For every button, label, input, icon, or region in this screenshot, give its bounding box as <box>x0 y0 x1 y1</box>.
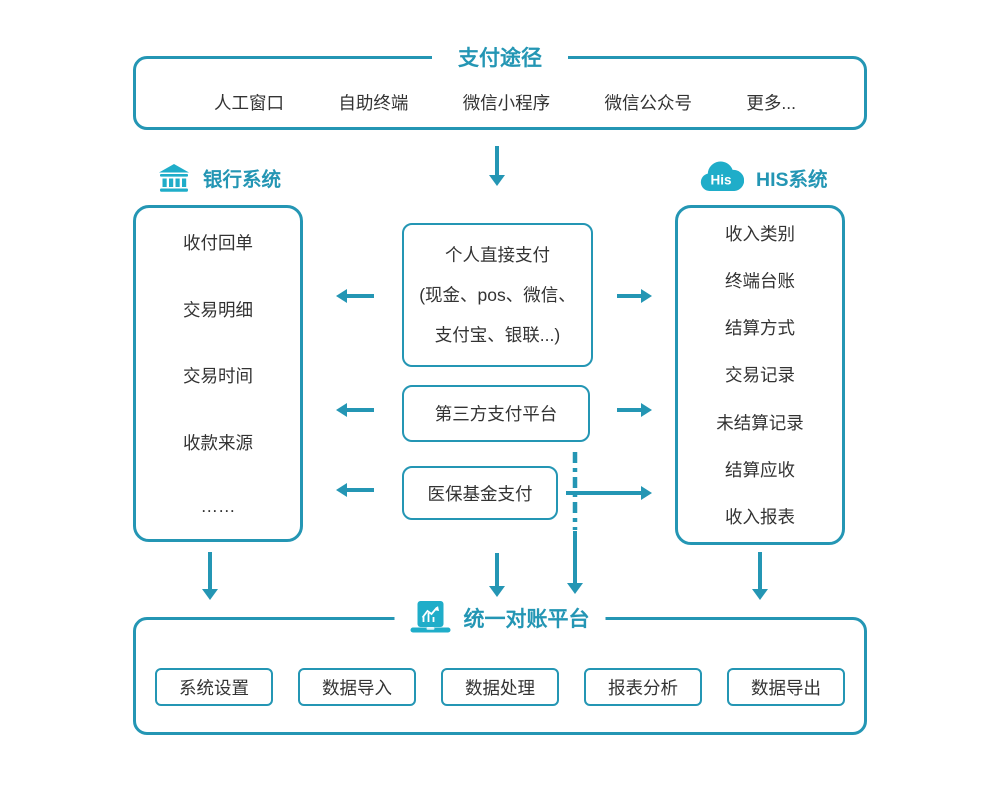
arrow-thirdparty-to-his <box>617 408 641 412</box>
arrow-channels-to-direct-payment <box>495 146 499 175</box>
bank-item-ellipsis: …… <box>200 496 236 516</box>
bank-system-list: 收付回单 交易明细 交易时间 收款来源 …… <box>136 208 300 539</box>
data-processing-button: 数据处理 <box>441 668 559 706</box>
his-item-terminal-ledger: 终端台账 <box>725 271 795 292</box>
arrow-medical-to-bank <box>347 488 374 492</box>
platform-button-row: 系统设置 数据导入 数据处理 报表分析 数据导出 <box>136 668 864 706</box>
bank-system-header: 银行系统 <box>157 163 281 192</box>
direct-payment-box: 个人直接支付 (现金、pos、微信、 支付宝、银联...) <box>402 223 593 367</box>
his-system-header: His HIS系统 <box>698 160 828 194</box>
arrow-direct-to-his <box>617 294 641 298</box>
data-export-button: 数据导出 <box>727 668 845 706</box>
bank-icon <box>159 163 189 192</box>
channel-wechat-miniprogram: 微信小程序 <box>462 92 551 113</box>
data-import-button: 数据导入 <box>298 668 416 706</box>
system-settings-button: 系统设置 <box>155 668 273 706</box>
arrow-medical-to-his <box>566 491 641 495</box>
payment-channels-title: 支付途径 <box>432 42 568 72</box>
arrow-his-to-platform <box>758 552 762 589</box>
direct-payment-line1: 个人直接支付 <box>445 245 550 265</box>
arrow-direct-to-bank <box>347 294 374 298</box>
bank-system-box: 收付回单 交易明细 交易时间 收款来源 …… <box>133 205 303 542</box>
his-system-box: 收入类别 终端台账 结算方式 交易记录 未结算记录 结算应收 收入报表 <box>675 205 845 545</box>
bank-system-label: 银行系统 <box>203 169 282 191</box>
direct-payment-line2: (现金、pos、微信、 <box>419 285 576 305</box>
payment-channels-list: 人工窗口 自助终端 微信小程序 微信公众号 更多... <box>214 59 796 127</box>
arrow-dashline-to-platform <box>573 531 577 583</box>
his-item-settlement-receivable: 结算应收 <box>725 459 795 480</box>
his-cloud-label: His <box>710 172 732 188</box>
report-analysis-button: 报表分析 <box>584 668 702 706</box>
reconciliation-platform-title: 统一对账平台 <box>394 601 606 634</box>
channel-more: 更多... <box>746 92 796 113</box>
his-item-settlement-method: 结算方式 <box>725 318 795 339</box>
his-cloud-icon: His <box>698 160 745 194</box>
channel-manual-window: 人工窗口 <box>214 92 284 113</box>
channel-self-terminal: 自助终端 <box>338 92 409 113</box>
his-item-transaction-record: 交易记录 <box>725 365 795 386</box>
reconciliation-platform-box: 统一对账平台 系统设置 数据导入 数据处理 报表分析 数据导出 <box>133 601 867 735</box>
chart-laptop-icon <box>410 601 451 633</box>
his-item-income-category: 收入类别 <box>725 224 795 244</box>
dashed-connector-line <box>572 452 578 530</box>
payment-channels-box: 支付途径 人工窗口 自助终端 微信小程序 微信公众号 更多... <box>133 42 867 130</box>
third-party-payment-box: 第三方支付平台 <box>402 385 590 442</box>
third-party-payment-label: 第三方支付平台 <box>434 404 558 424</box>
arrow-medical-to-platform <box>495 553 499 586</box>
bank-item-payment-source: 收款来源 <box>183 432 253 453</box>
arrow-thirdparty-to-bank <box>347 408 374 412</box>
medical-insurance-payment-box: 医保基金支付 <box>402 466 558 520</box>
reconciliation-platform-label: 统一对账平台 <box>463 607 590 631</box>
channel-wechat-official: 微信公众号 <box>604 92 693 113</box>
his-system-list: 收入类别 终端台账 结算方式 交易记录 未结算记录 结算应收 收入报表 <box>678 208 842 542</box>
direct-payment-line3: 支付宝、银联...) <box>434 325 561 345</box>
his-system-label: HIS系统 <box>756 168 828 191</box>
his-item-income-report: 收入报表 <box>725 506 795 527</box>
his-item-unsettled-record: 未结算记录 <box>716 412 804 433</box>
bank-item-transaction-detail: 交易明细 <box>183 299 253 320</box>
medical-insurance-payment-label: 医保基金支付 <box>427 483 533 504</box>
bank-item-transaction-time: 交易时间 <box>183 366 253 386</box>
bank-item-receipt: 收付回单 <box>183 233 253 253</box>
arrow-bank-to-platform <box>208 552 212 589</box>
